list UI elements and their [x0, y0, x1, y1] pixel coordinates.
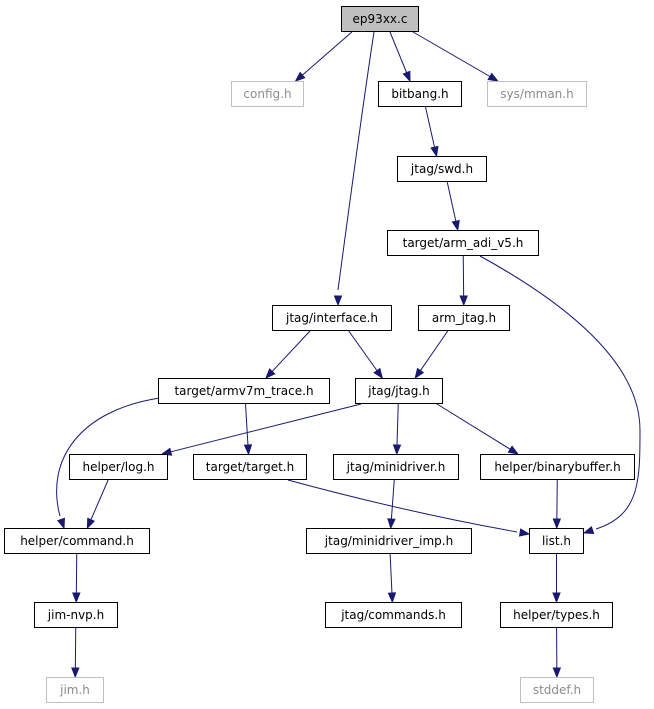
node-stddef-h: stddef.h [520, 677, 594, 703]
node-jim-h: jim.h [46, 677, 104, 703]
node-jtag-jtag-h[interactable]: jtag/jtag.h [355, 378, 443, 404]
node-ep93xx-c[interactable]: ep93xx.c [341, 6, 419, 32]
edge-target-armv7m-trace-h-to-target-target-h [245, 403, 249, 447]
node-bitbang-h[interactable]: bitbang.h [378, 81, 462, 107]
node-helper-binarybuffer-h[interactable]: helper/binarybuffer.h [480, 454, 635, 480]
edge-jtag-jtag-h-to-helper-binarybuffer-h-arrowhead [507, 445, 520, 455]
edge-helper-binarybuffer-h-to-list-h-arrowhead [552, 518, 562, 530]
edge-ep93xx-c-to-bitbang-h-arrowhead [402, 70, 411, 83]
edge-target-arm-adi-v5-h-to-arm-jtag-h-arrowhead [459, 295, 468, 307]
edge-jtag-jtag-h-to-jtag-minidriver-h-arrowhead [392, 444, 402, 456]
edge-arm-jtag-h-to-jtag-jtag-h-arrowhead [414, 367, 425, 380]
node-jtag-minidriver-imp-h[interactable]: jtag/minidriver_imp.h [306, 528, 472, 554]
edge-jtag-minidriver-imp-h-to-jtag-commands-h [389, 553, 393, 595]
node-jtag-interface-h[interactable]: jtag/interface.h [272, 305, 392, 331]
node-target-target-h[interactable]: target/target.h [193, 454, 307, 480]
edge-jtag-jtag-h-to-jtag-minidriver-h [396, 403, 399, 447]
edge-jtag-swd-h-to-target-arm-adi-v5-h [446, 181, 457, 223]
node-helper-command-h[interactable]: helper/command.h [4, 528, 150, 554]
edge-bitbang-h-to-jtag-swd-h-arrowhead [430, 145, 439, 158]
node-sys-mman-h: sys/mman.h [487, 81, 587, 107]
node-helper-types-h[interactable]: helper/types.h [500, 602, 613, 628]
edge-ep93xx-c-to-sys-mman-h [412, 31, 492, 78]
edge-helper-types-h-to-stddef-h-arrowhead [552, 667, 562, 679]
node-config-h: config.h [231, 81, 304, 107]
edge-ep93xx-c-to-bitbang-h [389, 31, 408, 74]
edge-ep93xx-c-to-jtag-interface-h-arrowhead [333, 295, 343, 307]
edge-jtag-jtag-h-to-helper-binarybuffer-h [436, 403, 512, 451]
edge-arm-jtag-h-to-jtag-jtag-h [419, 330, 449, 372]
edge-jtag-jtag-h-to-helper-log-h [169, 403, 362, 453]
edge-bitbang-h-to-jtag-swd-h [425, 106, 436, 149]
node-jtag-swd-h[interactable]: jtag/swd.h [397, 156, 487, 182]
node-list-h[interactable]: list.h [529, 528, 584, 554]
edge-jtag-interface-h-to-target-armv7m-trace-h [271, 330, 311, 373]
edge-jtag-minidriver-h-to-jtag-minidriver-imp-h [390, 479, 395, 521]
edge-jtag-minidriver-imp-h-to-jtag-commands-h-arrowhead [387, 592, 397, 604]
edge-jtag-swd-h-to-target-arm-adi-v5-h-arrowhead [451, 219, 460, 232]
edge-ep93xx-c-to-config-h-arrowhead [294, 71, 306, 82]
edge-target-armv7m-trace-h-to-helper-command-h [56, 397, 161, 517]
node-target-armv7m-trace-h[interactable]: target/armv7m_trace.h [158, 378, 330, 404]
edge-list-h-to-helper-types-h-arrowhead [552, 592, 561, 604]
edge-ep93xx-c-to-sys-mman-h-arrowhead [487, 72, 499, 82]
node-helper-log-h[interactable]: helper/log.h [69, 454, 168, 480]
edge-helper-log-h-to-helper-command-h [90, 479, 109, 521]
node-target-arm-adi-v5-h[interactable]: target/arm_adi_v5.h [387, 230, 539, 256]
edge-jtag-interface-h-to-target-armv7m-trace-h-arrowhead [265, 368, 276, 380]
edge-jtag-interface-h-to-jtag-jtag-h-arrowhead [373, 367, 384, 380]
edge-jtag-interface-h-to-jtag-jtag-h [348, 330, 379, 372]
edge-ep93xx-c-to-jtag-interface-h [337, 31, 375, 291]
edge-target-armv7m-trace-h-to-helper-command-h-arrowhead [56, 517, 66, 530]
edge-target-arm-adi-v5-h-to-list-h-arrowhead [582, 525, 595, 535]
edge-ep93xx-c-to-config-h [301, 31, 353, 77]
edge-target-target-h-to-list-h [287, 479, 518, 533]
edge-target-target-h-to-list-h-arrowhead [518, 528, 531, 537]
edge-jim-nvp-h-to-jim-h-arrowhead [71, 667, 80, 679]
edge-helper-command-h-to-jim-nvp-h-arrowhead [72, 592, 81, 604]
node-jtag-minidriver-h[interactable]: jtag/minidriver.h [333, 454, 459, 480]
node-jim-nvp-h[interactable]: jim-nvp.h [34, 602, 118, 628]
edge-target-armv7m-trace-h-to-target-target-h-arrowhead [243, 444, 253, 456]
node-arm-jtag-h[interactable]: arm_jtag.h [418, 305, 510, 331]
edge-jtag-minidriver-h-to-jtag-minidriver-imp-h-arrowhead [387, 518, 396, 530]
edge-helper-log-h-to-helper-command-h-arrowhead [86, 517, 96, 530]
edge-target-arm-adi-v5-h-to-list-h [479, 255, 641, 530]
node-jtag-commands-h[interactable]: jtag/commands.h [325, 602, 462, 628]
